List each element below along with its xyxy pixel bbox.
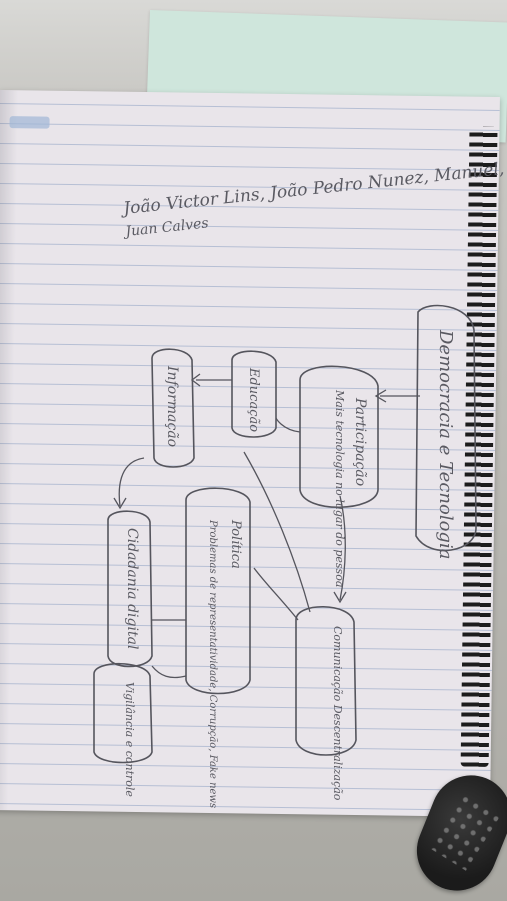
connector-informacao-cidadania — [118, 457, 145, 507]
participacao-node-note: Mais tecnologia no lugar do pessoa — [333, 389, 346, 587]
authors-line-2: Juan Calves — [122, 215, 210, 240]
connector-participacao-comunicacao — [339, 495, 346, 601]
connector-politica-vigilancia — [151, 665, 187, 679]
informacao-node-label: Informação — [164, 365, 180, 447]
politica-node-note: Problemas de representatividade, Corrupç… — [207, 519, 218, 808]
arrow-head-participacao — [374, 389, 387, 403]
educacao-node-label: Educação — [246, 367, 261, 432]
connector-comunicacao-educacao — [243, 451, 311, 613]
participacao-node-outline — [299, 365, 379, 508]
cidadania-node-label: Cidadania digital — [124, 528, 140, 649]
connector-comunicacao-politica — [253, 567, 299, 621]
arrow-head-cidadania — [113, 497, 127, 510]
vigilancia-node-outline — [93, 662, 153, 764]
arrow-head-informacao — [190, 373, 201, 387]
comunicacao-node-outline — [295, 605, 357, 756]
central-node-outline — [415, 304, 477, 552]
eraser-wear — [428, 791, 501, 871]
arrow-head-comunicacao — [333, 591, 347, 604]
comunicacao-node-label: Comunicação Descentralização — [331, 626, 344, 801]
connector-participacao-educacao — [275, 417, 301, 433]
politica-node-label: Política — [228, 519, 243, 569]
informacao-node-outline — [151, 348, 195, 468]
educacao-node-outline — [231, 350, 277, 438]
participacao-node-label: Participação — [352, 397, 368, 486]
politica-node-outline — [185, 487, 251, 695]
vigilancia-node-label: Vigilância e controle — [123, 682, 136, 797]
authors-line-1: João Victor Lins, João Pedro Nunez, Manu… — [119, 159, 505, 219]
central-node-label: Democracia e Tecnologia — [435, 329, 456, 559]
